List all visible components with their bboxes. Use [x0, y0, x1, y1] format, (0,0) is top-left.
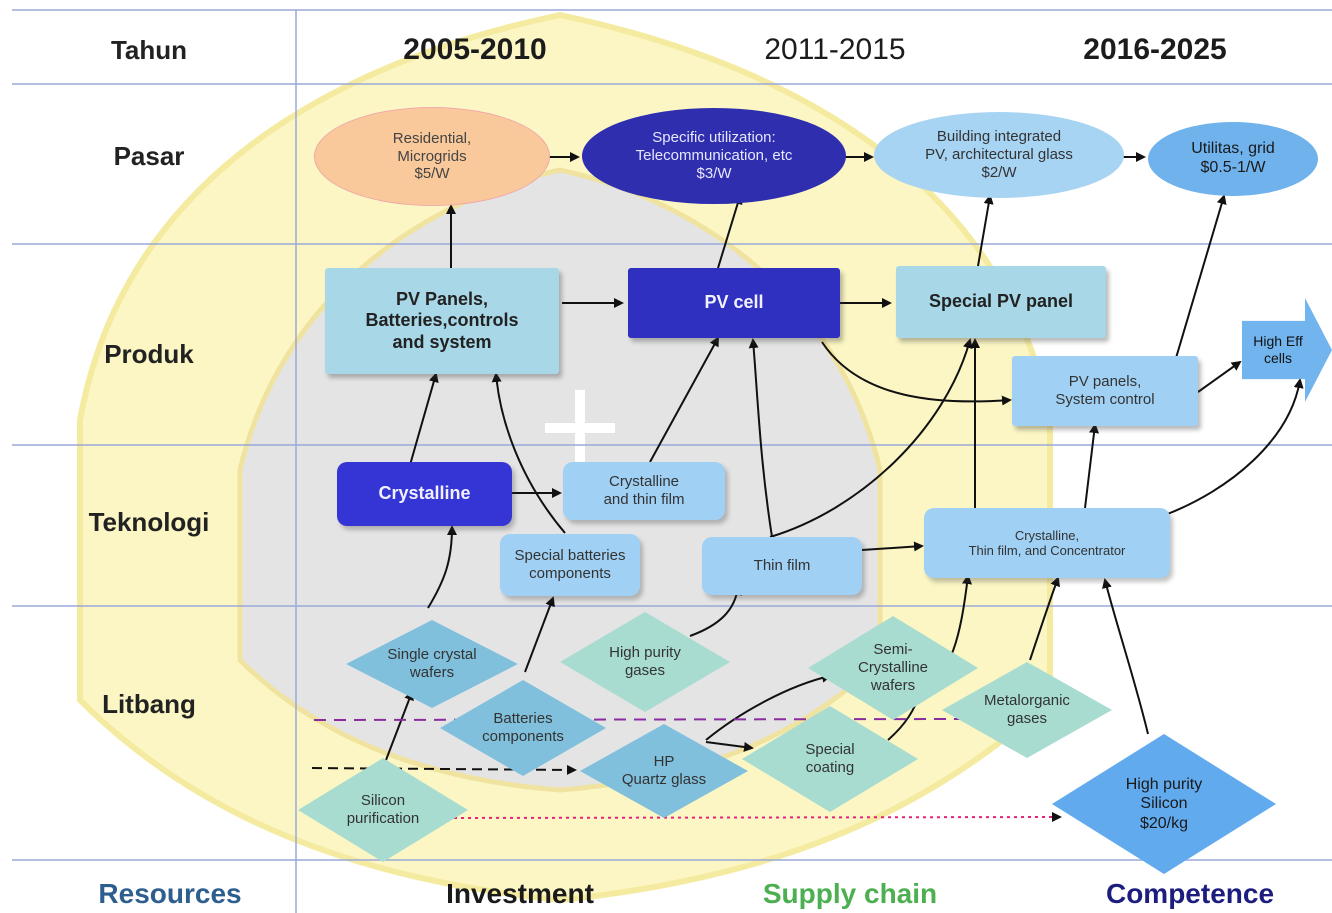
node-single-crystal-wafers-label: Single crystal wafers	[387, 646, 477, 681]
node-pv-panels-system: PV panels, System control	[1012, 356, 1198, 426]
node-specific-utilization: Specific utilization: Telecommunication,…	[582, 108, 846, 204]
row-label-litbang: Litbang	[102, 688, 196, 719]
arrow-pvsystem-to-utilitas	[1167, 194, 1227, 386]
node-crystalline: Crystalline	[337, 462, 512, 526]
arrow-thinfilm-to-concentrator	[861, 541, 924, 552]
arrow-concentrator-to-higheff	[1164, 378, 1304, 516]
node-special-batteries: Special batteries components	[500, 534, 640, 596]
node-high-purity-silicon-label: High purity Silicon $20/kg	[1125, 776, 1203, 832]
year-2005-2010: 2005-2010	[403, 33, 547, 66]
node-crystalline-concentrator: Crystalline, Thin film, and Concentrator	[924, 508, 1170, 578]
arrow-pvcell-to-specific	[717, 194, 743, 269]
node-special-pv-panel: Special PV panel	[896, 266, 1106, 338]
node-metalorganic-gases: Metalorganic gases	[942, 662, 1112, 758]
year-2016-2025: 2016-2025	[1083, 33, 1227, 66]
node-silicon-purification-label: Silicon purification	[346, 792, 420, 827]
node-thin-film: Thin film	[702, 537, 862, 595]
arrow-batteries-to-special-batteries	[524, 596, 555, 673]
arrow-special-batteries-to-pvpanels	[491, 372, 566, 534]
arrow-quartz-to-semicrystalline	[705, 672, 832, 741]
node-special-coating-label: Special coating	[805, 741, 855, 776]
node-building-integrated: Building integrated PV, architectural gl…	[874, 112, 1124, 198]
watermark-cross-icon	[545, 390, 615, 470]
node-semi-crystalline-wafers-label: Semi- Crystalline wafers	[857, 641, 929, 694]
arrow-quartz-to-coating	[705, 741, 754, 752]
node-silicon-purification: Silicon purification	[298, 758, 468, 862]
arrow-concentrator-to-pvsystem	[1084, 423, 1100, 509]
dashed-line-batteries-to-metalorganic	[313, 718, 961, 721]
year-2011-2015: 2011-2015	[764, 33, 906, 66]
node-pv-cell: PV cell	[628, 268, 840, 338]
node-utilitas-grid: Utilitas, grid $0.5-1/W	[1148, 122, 1318, 196]
arrow-silicon-to-singlecrystal	[385, 690, 414, 761]
footer-competence: Competence	[1105, 878, 1275, 909]
arrow-thinfilm-to-pvcell	[748, 338, 773, 538]
arrow-singlecrystal-to-crystalline	[427, 525, 457, 609]
node-high-purity-silicon: High purity Silicon $20/kg	[1052, 734, 1276, 874]
node-high-purity-gases: High purity gases	[560, 612, 730, 712]
dotted-line-silicon-to-highpurity	[439, 812, 1062, 823]
arrow-metalorganic-to-concentrator	[1029, 576, 1060, 661]
node-single-crystal-wafers: Single crystal wafers	[346, 620, 518, 708]
row-label-produk: Produk	[104, 338, 194, 369]
node-residential: Residential, Microgrids $5/W	[314, 107, 550, 206]
node-pv-panels-batteries: PV Panels, Batteries,controls and system	[325, 268, 559, 374]
node-crystalline-thin-film: Crystalline and thin film	[563, 462, 725, 520]
arrow-crystalline-to-pvpanels	[409, 372, 439, 466]
footer-investment: Investment	[446, 878, 594, 909]
row-label-pasar: Pasar	[113, 140, 185, 171]
footer-supply-chain: Supply chain	[762, 878, 938, 909]
node-special-coating: Special coating	[742, 706, 918, 812]
arrow-highpurity-silicon-to-concentrator	[1102, 578, 1149, 735]
arrow-special-to-building	[977, 194, 994, 267]
node-hp-quartz-glass: HP Quartz glass	[580, 724, 748, 818]
header-year-label: Tahun	[110, 34, 188, 65]
row-label-teknologi: Teknologi	[88, 506, 210, 537]
node-metalorganic-gases-label: Metalorganic gases	[984, 692, 1070, 727]
arrow-pvcell-to-pvsystem	[821, 341, 1012, 406]
arrow-thinfilm-to-special	[769, 338, 973, 538]
node-batteries-components: Batteries components	[440, 680, 606, 776]
node-high-purity-gases-label: High purity gases	[609, 644, 681, 679]
node-semi-crystalline-wafers: Semi- Crystalline wafers	[808, 616, 978, 720]
footer-resources: Resources	[98, 878, 242, 909]
node-hp-quartz-glass-label: HP Quartz glass	[621, 753, 707, 788]
dashed-line-silicon-to-quartz	[311, 764, 577, 775]
node-batteries-components-label: Batteries components	[482, 710, 564, 745]
arrow-crystallinethin-to-pvcell	[649, 336, 719, 463]
arrow-pvsystem-to-higheff	[1197, 360, 1242, 393]
